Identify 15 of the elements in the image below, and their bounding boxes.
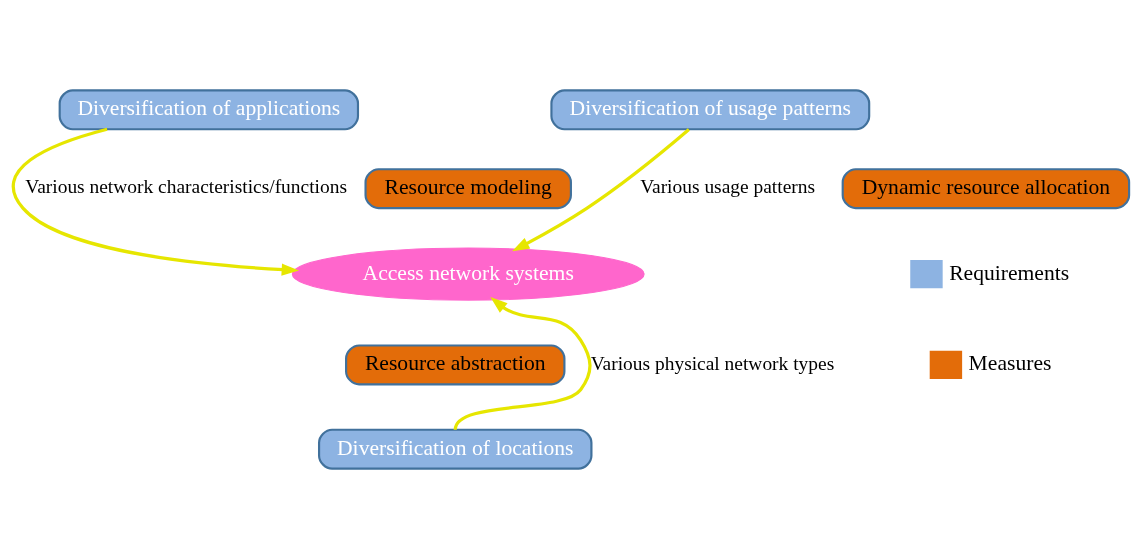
arrow	[512, 127, 690, 251]
legend-label: Requirements	[949, 260, 1070, 284]
node-box: Diversification of applications	[58, 88, 360, 130]
node-box: Resource modeling	[364, 167, 572, 209]
node-box: Resource abstraction	[345, 343, 566, 385]
arrow	[453, 296, 592, 430]
node-ellipse: Access network systems	[291, 247, 645, 301]
legend-label: Measures	[968, 350, 1052, 375]
edge-label: Various network characteristics/functions	[25, 175, 347, 197]
arrow	[11, 127, 299, 276]
edge-label: Various usage patterns	[640, 175, 816, 197]
node-box: Diversification of usage patterns	[550, 88, 871, 130]
node-box: Diversification of locations	[318, 428, 593, 470]
edge-label: Various physical network types	[590, 352, 835, 374]
node-box: Dynamic resource allocation	[841, 167, 1131, 209]
